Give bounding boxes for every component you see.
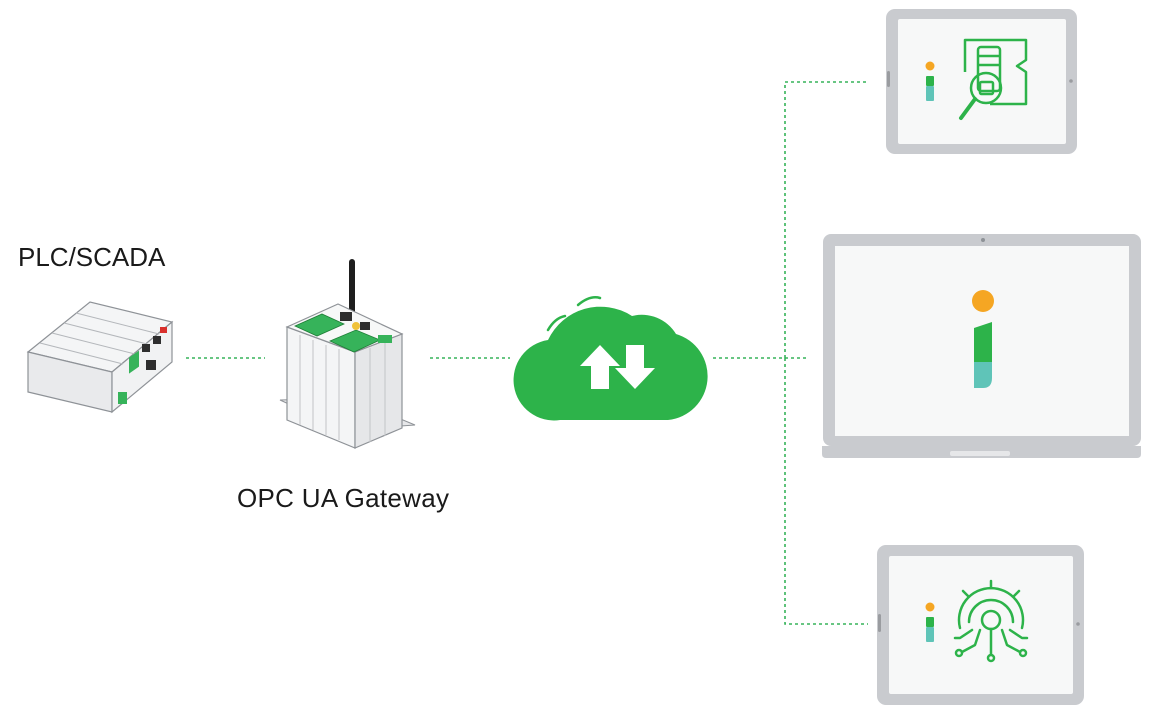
arrow-down-icon (615, 345, 655, 389)
opc-ua-gateway-icon (279, 259, 416, 449)
plc-device-icon (26, 301, 174, 414)
opc-ua-gateway-label: OPC UA Gateway (237, 483, 450, 513)
edge-cloud-tablet-top (784, 81, 868, 358)
laptop-app-icon (822, 234, 1141, 458)
tablet-ai-app-icon (877, 545, 1084, 705)
edge-cloud-tablet-bottom (784, 358, 868, 625)
plc-scada-label: PLC/SCADA (18, 242, 166, 272)
arrow-up-icon (580, 345, 620, 389)
cloud-sync-icon (513, 296, 708, 421)
connectors (186, 81, 868, 625)
tablet-inspection-app-icon (886, 9, 1077, 154)
